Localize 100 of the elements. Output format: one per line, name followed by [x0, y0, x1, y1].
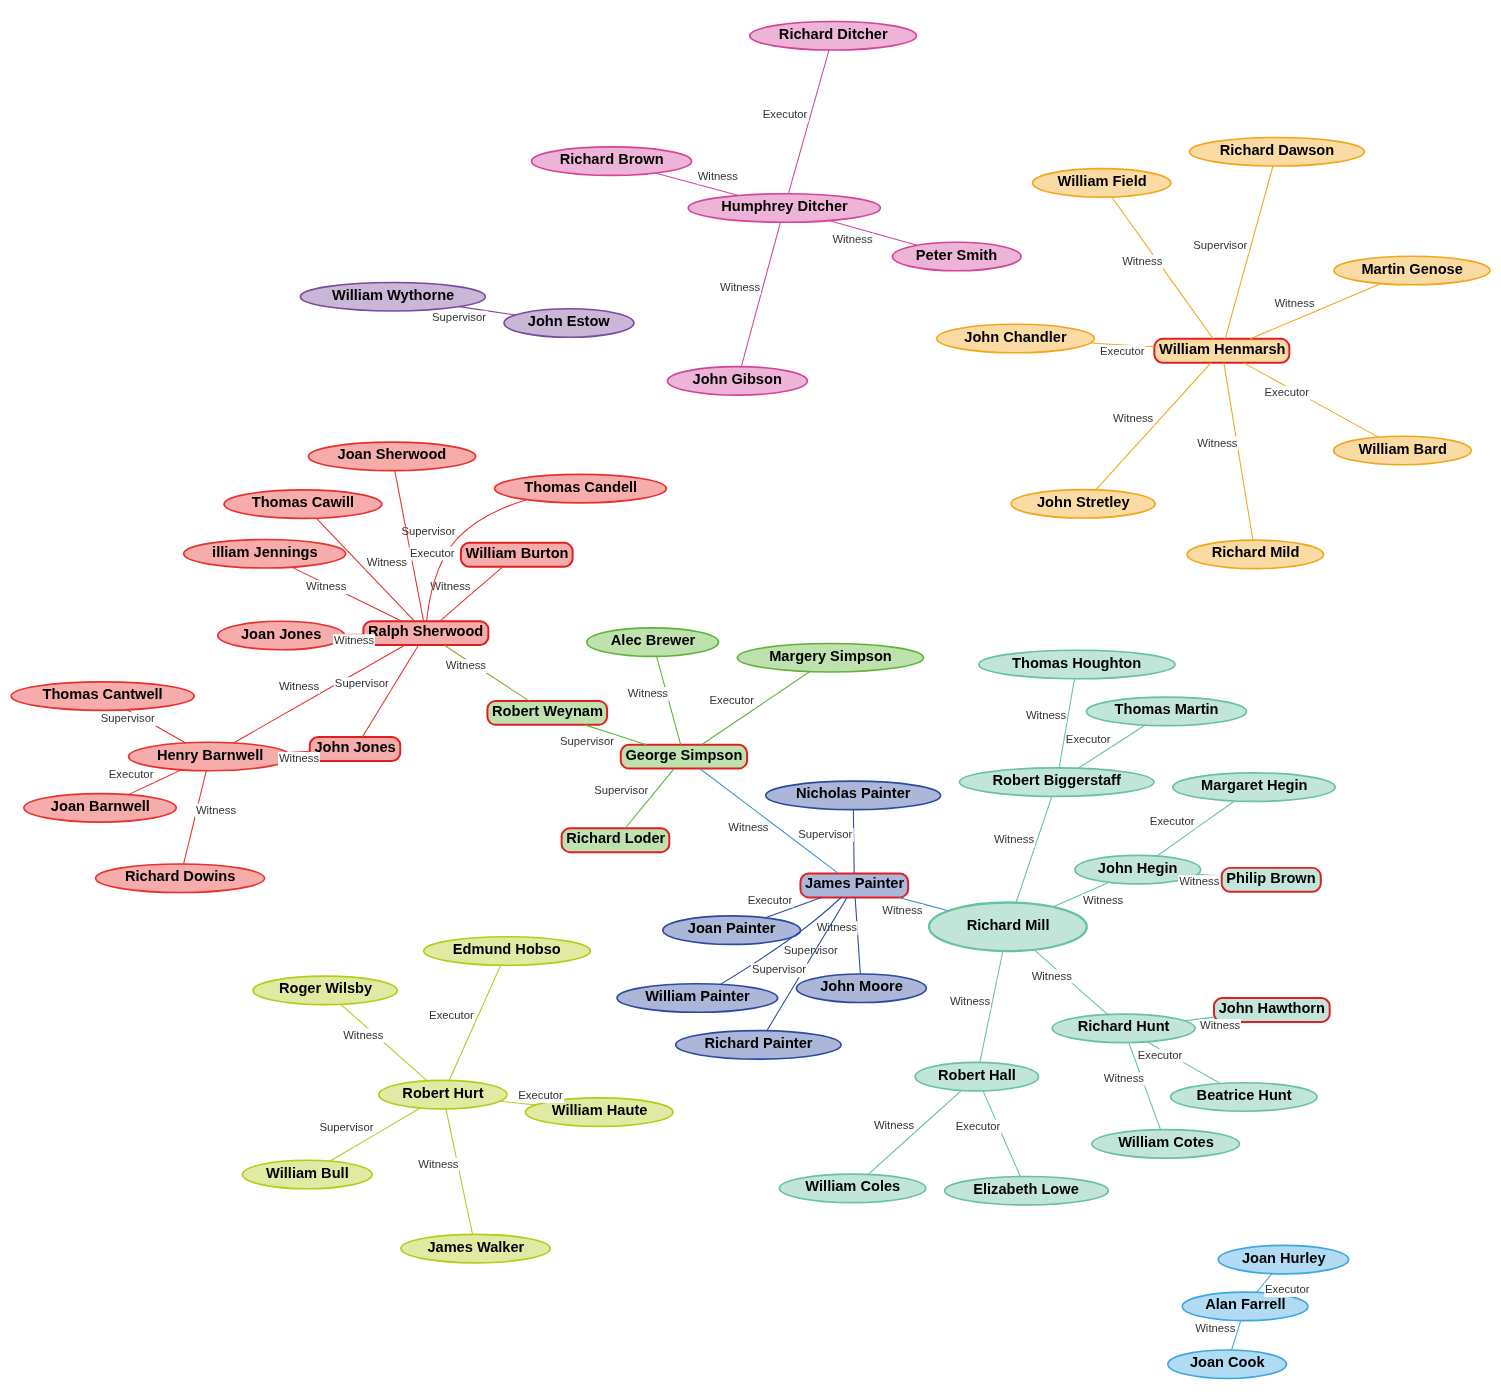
- connector: [315, 517, 415, 622]
- edge-label: Witness: [1195, 1321, 1236, 1334]
- edge-label: Executor: [1264, 385, 1310, 398]
- edge-label: Witness: [1031, 969, 1072, 982]
- connector: [701, 671, 811, 746]
- edge-label: Supervisor: [798, 828, 853, 840]
- node-ellipse: John Estow: [503, 307, 635, 339]
- node-ellipse: John Stretley: [1010, 488, 1157, 519]
- node-ellipse: William Field: [1031, 167, 1172, 199]
- edge-label: Supervisor: [334, 677, 389, 690]
- connector: [499, 1100, 536, 1106]
- node-ellipse: Richard Painter: [674, 1029, 842, 1060]
- edge-label: Executor: [955, 1119, 1001, 1132]
- edge-label: Witness: [728, 821, 769, 834]
- connector: [656, 655, 682, 746]
- edge-label: Witness: [278, 679, 320, 692]
- edge-label: Witness: [1083, 894, 1124, 907]
- connector: [1052, 881, 1110, 908]
- edge-label: Witness: [1200, 1019, 1241, 1032]
- edge-label: Supervisor: [560, 734, 615, 747]
- connector: [1249, 283, 1382, 340]
- node-ellipse: Richard Hunt: [1051, 1013, 1196, 1044]
- node-ellipse: Thomas Cantwell: [10, 681, 196, 712]
- connector: [233, 644, 406, 744]
- edge-label: Executor: [518, 1089, 563, 1102]
- connector: [1077, 724, 1146, 769]
- node-ellipse: Alec Brewer: [586, 627, 720, 658]
- node-ellipse: Martin Genose: [1333, 255, 1491, 286]
- edge-label: Executor: [747, 893, 793, 906]
- connector: [291, 566, 402, 622]
- edge-label: Witness: [832, 233, 873, 246]
- node-ellipse: Robert Biggerstaff: [958, 767, 1155, 798]
- node-ellipse: Thomas Martin: [1085, 696, 1248, 727]
- edge-label: Executor: [429, 1008, 474, 1021]
- connector: [361, 644, 419, 738]
- node-ellipse: Humphrey Ditcher: [687, 192, 882, 224]
- edge-label: Executor: [1137, 1048, 1183, 1061]
- edge-label: Executor: [409, 546, 455, 559]
- edge-label: Witness: [1103, 1072, 1144, 1085]
- node-ellipse: Robert Hurt: [378, 1079, 508, 1110]
- node-ellipse: Thomas Cawill: [223, 489, 383, 520]
- edge-label: Witness: [949, 995, 991, 1008]
- edge-label: Witness: [195, 803, 237, 816]
- node-ellipse: William Coles: [778, 1173, 927, 1204]
- edge-label: Executor: [1099, 344, 1145, 357]
- edge-label: Witness: [1025, 709, 1067, 722]
- connector: [448, 964, 502, 1081]
- edge-label: Witness: [445, 659, 486, 672]
- connector: [1231, 1320, 1242, 1351]
- edge-label: Witness: [627, 687, 669, 700]
- node-ellipse: Thomas Houghton: [977, 649, 1176, 680]
- node-ellipse: Richard Dawson: [1188, 136, 1366, 167]
- node-ellipse: Thomas Candell: [493, 473, 668, 504]
- node-ellipse: Roger Wilsby: [252, 975, 398, 1006]
- edge-label: Executor: [1264, 1283, 1310, 1296]
- edge-label: Witness: [1197, 436, 1238, 449]
- node-ellipse: John Moore: [795, 973, 928, 1004]
- edge-label: Witness: [278, 751, 320, 764]
- node-ellipse: Nicholas Painter: [764, 780, 942, 811]
- edge-label: Supervisor: [100, 712, 155, 725]
- connector: [765, 896, 822, 919]
- connector: [458, 306, 516, 316]
- node-ellipse: Elizabeth Lowe: [943, 1175, 1110, 1206]
- connector: [1243, 362, 1379, 438]
- edge-label: Executor: [709, 694, 755, 707]
- node-ellipse: John Gibson: [666, 365, 809, 396]
- edge-label: Executor: [1149, 814, 1195, 827]
- connector: [584, 724, 647, 746]
- connector: [1156, 800, 1236, 857]
- node-ellipse: James Walker: [400, 1233, 552, 1264]
- connector: [867, 1089, 963, 1176]
- edge-label: Witness: [697, 170, 738, 183]
- connector: [1256, 1273, 1273, 1293]
- node-ellipse: William Painter: [616, 982, 779, 1014]
- node-ellipse: Joan Painter: [662, 915, 802, 946]
- edge-label: Witness: [719, 280, 761, 293]
- node-ellipse: Beatrice Hunt: [1169, 1081, 1318, 1113]
- node-ellipse: William Wythorne: [299, 281, 487, 312]
- edge-label: Executor: [1065, 732, 1111, 745]
- connector: [740, 221, 782, 368]
- connector: [394, 470, 425, 622]
- edge-label: Witness: [882, 904, 923, 917]
- node-ellipse: Richard Dowins: [94, 863, 266, 894]
- edge-label: Supervisor: [319, 1120, 374, 1133]
- connector: [1224, 165, 1274, 340]
- connector: [439, 566, 504, 622]
- node-ellipse: Robert Hall: [914, 1061, 1040, 1092]
- node-ellipse: Joan Sherwood: [307, 441, 477, 472]
- node-ellipse: Margery Simpson: [736, 642, 925, 673]
- node-ellipse: Richard Brown: [530, 146, 693, 177]
- node-box: James Painter: [799, 872, 910, 899]
- connector: [127, 769, 182, 796]
- connector: [699, 768, 839, 874]
- node-ellipse: Richard Ditcher: [748, 20, 918, 51]
- connector: [1095, 362, 1212, 491]
- connector: [1183, 1016, 1215, 1022]
- connector: [787, 49, 830, 195]
- connector: [898, 896, 949, 912]
- node-ellipse: Joan Hurley: [1217, 1244, 1350, 1275]
- edge-label: Witness: [343, 1028, 384, 1041]
